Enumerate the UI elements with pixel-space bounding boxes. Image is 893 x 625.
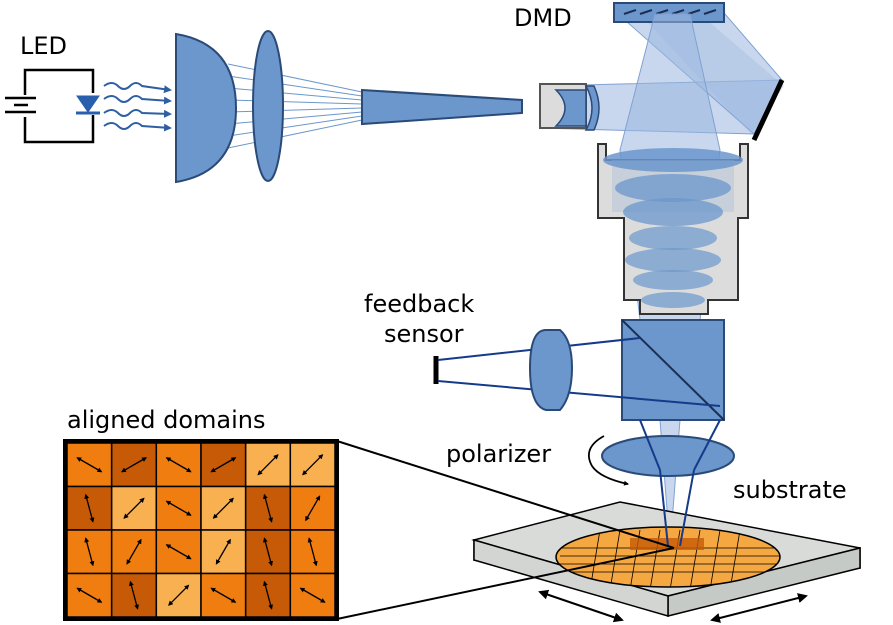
domain-orientation-arrow: [210, 457, 237, 473]
emitted-light-arrows: [103, 82, 172, 132]
beam-splitter: [621, 319, 725, 421]
domain-orientation-arrow: [307, 537, 318, 567]
domain-orientation-arrow: [128, 580, 140, 610]
domain-orientation-arrow: [76, 457, 103, 473]
domain-orientation-arrow: [123, 497, 145, 519]
micromirrors: [623, 9, 717, 15]
domain-orientation-arrow: [121, 457, 147, 473]
domain-orientation-arrow: [302, 454, 324, 476]
domain-orientation-arrow: [84, 493, 95, 523]
domain-orientation-arrow: [76, 587, 103, 603]
sensor-lens: [528, 329, 574, 411]
zoom-line-top: [336, 440, 675, 549]
domain-orientation-arrow: [257, 454, 279, 476]
domain-orientation-arrow: [262, 537, 274, 567]
feedback-sensor-path: feedback sensor: [364, 290, 721, 411]
inset-frame: [63, 439, 339, 621]
aligned-domains-label: aligned domains: [67, 406, 266, 434]
domain-orientation-arrow: [126, 538, 142, 565]
domain-orientation-arrow: [262, 493, 274, 523]
led-circuit: LED: [5, 32, 172, 144]
domain-orientation-arrow: [168, 584, 190, 606]
beam-focus-lines: [639, 419, 721, 547]
polarizer: polarizer: [446, 435, 735, 486]
domain-orientation-arrow: [262, 580, 274, 610]
translation-arrows: [538, 589, 808, 623]
biconvex-lens: [252, 30, 284, 182]
diode-icon: [76, 93, 104, 115]
domain-orientation-arrow: [305, 495, 321, 522]
dmd-label: DMD: [514, 4, 572, 32]
polarizer-label: polarizer: [446, 440, 551, 468]
domain-orientation-arrow: [165, 457, 192, 473]
domain-cell: [289, 572, 336, 618]
light-pipe: [361, 88, 523, 126]
domain-orientation-arrow: [210, 587, 237, 603]
aligned-domains-inset: aligned domains: [63, 406, 675, 621]
zoom-line-bottom: [336, 547, 675, 620]
collector-lens-group: [175, 30, 363, 184]
feedback-label: feedback: [364, 290, 474, 318]
led-label: LED: [20, 32, 67, 60]
domain-orientation-arrow: [215, 538, 231, 565]
collimated-rays: [227, 63, 363, 149]
fold-mirror: [751, 78, 785, 142]
domain-orientation-arrow: [299, 587, 326, 603]
substrate-label: substrate: [733, 476, 847, 504]
relay-lens: [539, 83, 600, 131]
domain-orientation-arrow: [212, 497, 234, 519]
domain-grid: [66, 442, 336, 618]
domain-orientation-arrow: [84, 537, 95, 567]
domain-orientation-arrow: [165, 500, 192, 516]
rotation-arrow: [588, 435, 629, 486]
projection-objective: [597, 143, 749, 315]
sensor-label: sensor: [384, 320, 464, 348]
battery-icon: [5, 95, 42, 117]
plano-convex-lens: [175, 32, 238, 184]
domain-cell: [155, 485, 202, 531]
domain-orientation-arrow: [165, 544, 192, 560]
